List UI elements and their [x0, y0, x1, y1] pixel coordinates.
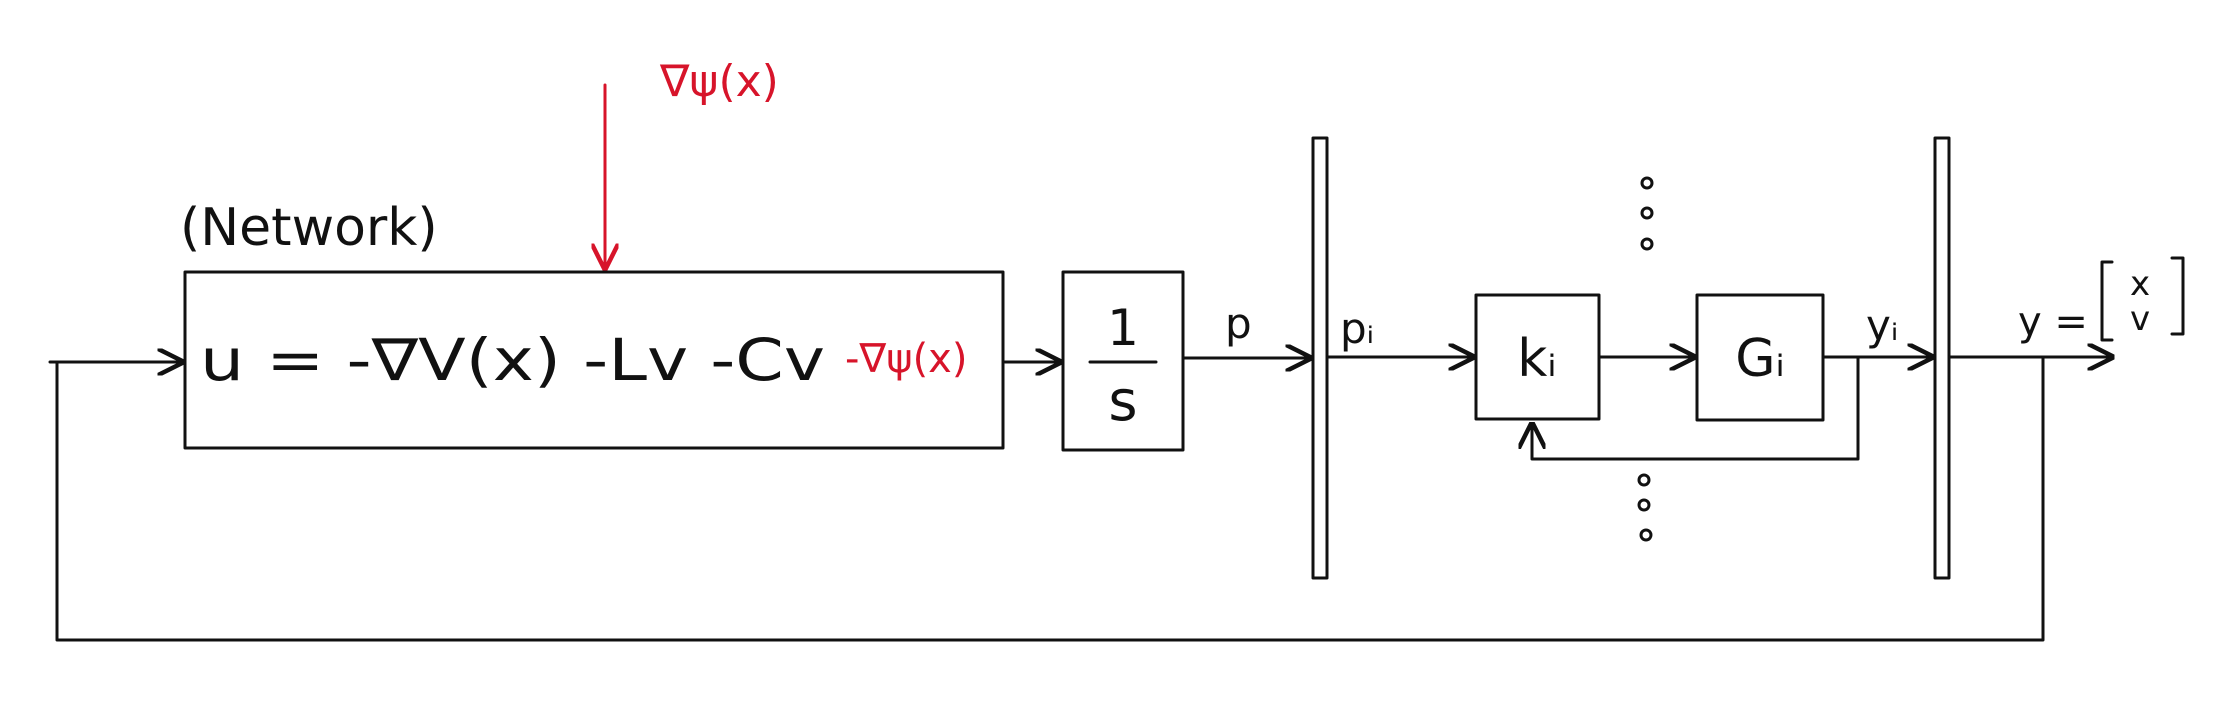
vertical-dots-bottom	[1637, 473, 1653, 542]
ki-label: kᵢ	[1517, 329, 1556, 389]
y-output-vector: x v	[2100, 256, 2185, 342]
controller-added-term: -∇ψ(x)	[845, 336, 967, 382]
network-label: (Network)	[180, 198, 438, 258]
y-vector-x: x	[2130, 264, 2150, 304]
integrator-block	[1061, 270, 1185, 452]
p-signal-label: p	[1225, 299, 1252, 348]
right-bus-bar	[1933, 136, 1951, 580]
pi-signal-label: pᵢ	[1340, 304, 1374, 353]
integrator-numerator: 1	[1107, 299, 1139, 357]
yi-signal-label: yᵢ	[1866, 301, 1898, 350]
gi-label: Gᵢ	[1735, 329, 1785, 389]
left-bus-bar	[1311, 136, 1329, 580]
disturbance-label: ∇ψ(x)	[659, 56, 779, 107]
y-output-label: y =	[2018, 299, 2088, 345]
controller-formula: u = -∇V(x) -Lv -Cv	[200, 326, 825, 394]
global-feedback-line	[55, 355, 2045, 642]
y-vector-v: v	[2130, 299, 2150, 339]
local-feedback-line	[1532, 355, 1860, 461]
integrator-denominator: s	[1108, 369, 1137, 434]
controller-block	[183, 270, 1005, 450]
vertical-dots-top	[1640, 176, 1654, 251]
